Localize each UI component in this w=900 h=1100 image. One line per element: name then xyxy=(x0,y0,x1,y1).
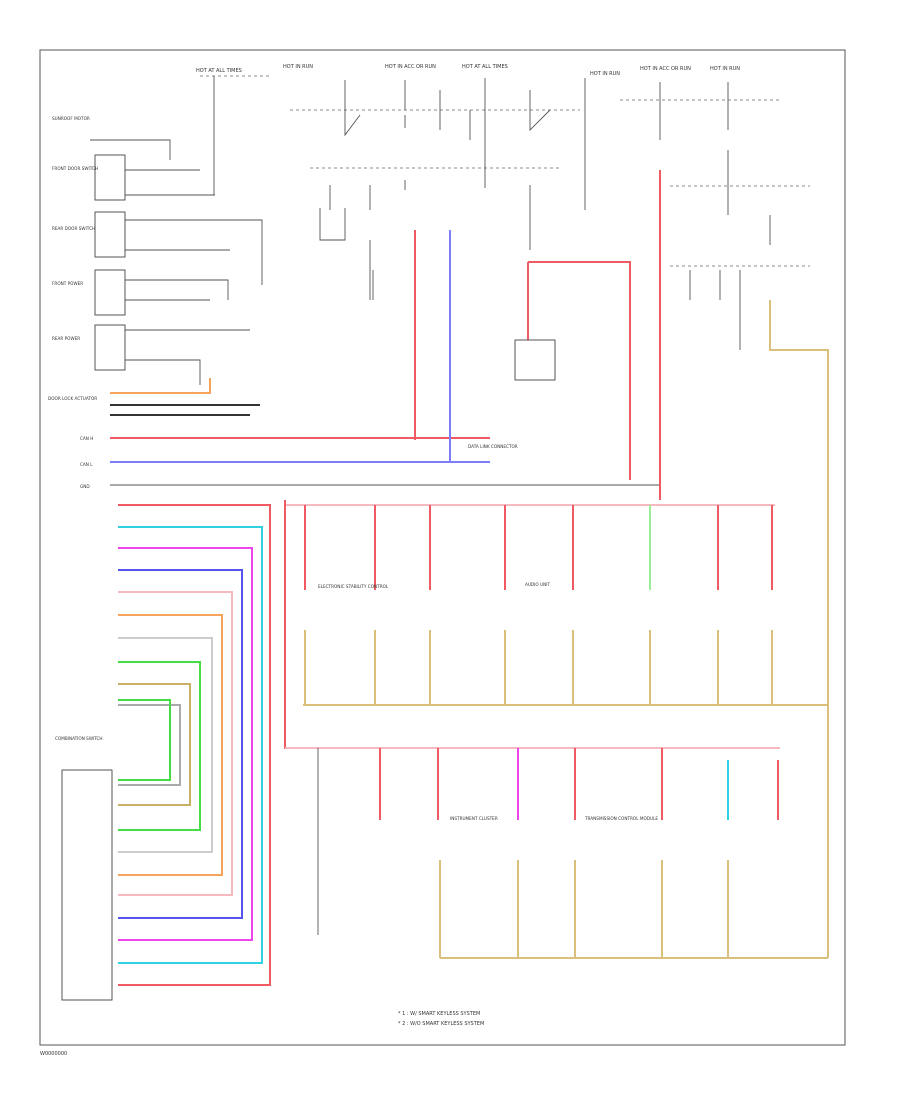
diagram-frame xyxy=(39,49,846,1046)
bus-lines: DATA LINK CONNECTOR xyxy=(110,170,661,500)
fuse-label-1: HOT AT ALL TIMES xyxy=(196,68,242,74)
fuse-label-6: HOT IN ACC OR RUN xyxy=(640,66,691,72)
module-row-2: INSTRUMENT CLUSTER TRANSMISSION CONTROL … xyxy=(285,747,828,959)
fuse-block-top: HOT AT ALL TIMES HOT IN RUN HOT IN ACC O… xyxy=(196,64,810,350)
left-label-8: CAN L xyxy=(80,462,93,467)
center-label-1: ELECTRONIC STABILITY CONTROL xyxy=(318,584,389,589)
fuse-label-3: HOT IN ACC OR RUN xyxy=(385,64,436,70)
left-label-10: COMBINATION SWITCH xyxy=(55,736,103,741)
switch-output-lines: COMBINATION SWITCH xyxy=(55,504,271,1001)
left-label-3: REAR DOOR SWITCH xyxy=(52,226,95,231)
footnote-2: * 2 : W/O SMART KEYLESS SYSTEM xyxy=(398,1021,484,1027)
left-label-1: SUNROOF MOTOR xyxy=(52,116,90,121)
left-label-6: DOOR LOCK ACTUATOR xyxy=(48,396,97,401)
module-row-1: ELECTRONIC STABILITY CONTROL AUDIO UNIT xyxy=(284,300,829,958)
left-label-4: FRONT POWER xyxy=(52,281,83,286)
fuse-label-4: HOT AT ALL TIMES xyxy=(462,64,508,70)
footnote-1: * 1 : W/ SMART KEYLESS SYSTEM xyxy=(398,1011,480,1017)
left-label-5: REAR POWER xyxy=(52,336,80,341)
fuse-label-2: HOT IN RUN xyxy=(283,64,313,70)
fuse-label-5: HOT IN RUN xyxy=(590,71,620,77)
left-label-2: FRONT DOOR SWITCH xyxy=(52,166,98,171)
center-label-5: TRANSMISSION CONTROL MODULE xyxy=(584,816,658,821)
page-id: W0000000 xyxy=(40,1051,67,1057)
center-label-3: INSTRUMENT CLUSTER xyxy=(450,816,498,821)
left-label-7: CAN H xyxy=(80,436,93,441)
center-label-4: AUDIO UNIT xyxy=(525,582,550,587)
left-switch-stack: SUNROOF MOTOR FRONT DOOR SWITCH REAR DOO… xyxy=(48,116,263,489)
fuse-label-7: HOT IN RUN xyxy=(710,66,740,72)
left-label-9: GND xyxy=(80,484,90,489)
center-label-2: DATA LINK CONNECTOR xyxy=(468,444,518,449)
